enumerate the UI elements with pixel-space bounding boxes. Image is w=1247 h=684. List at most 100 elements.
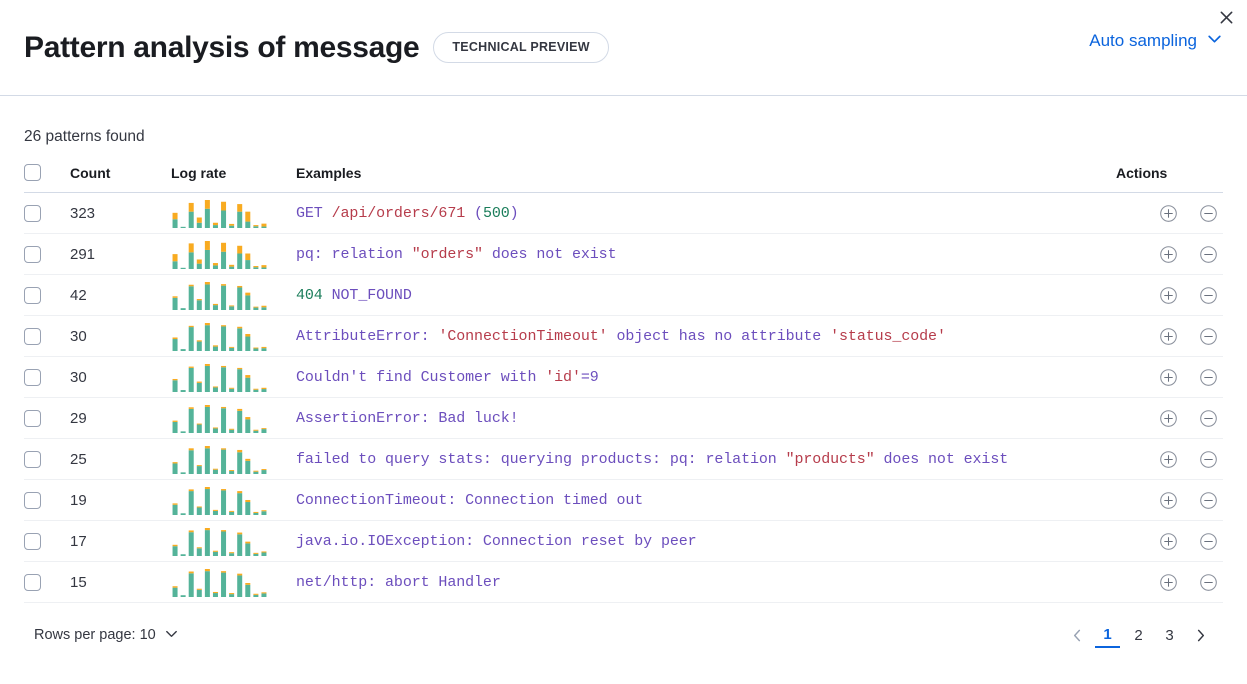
example-token: NOT_FOUND <box>322 286 412 304</box>
circle-plus-icon[interactable] <box>1153 239 1183 269</box>
row-log-rate-sparkline <box>171 193 296 234</box>
row-count: 30 <box>70 327 87 345</box>
example-token: 500 <box>482 204 510 222</box>
circle-minus-icon[interactable] <box>1193 198 1223 228</box>
row-example: GET /api/orders/671 (500) <box>296 193 1116 234</box>
row-checkbox[interactable] <box>24 368 41 386</box>
chevron-right-icon[interactable] <box>1187 622 1213 648</box>
table-row[interactable]: 17 java.io.IOException: Connection reset … <box>24 521 1223 562</box>
technical-preview-badge: TECHNICAL PREVIEW <box>433 32 609 63</box>
column-header-actions: Actions <box>1116 164 1223 193</box>
circle-minus-icon[interactable] <box>1193 444 1223 474</box>
example-token: AttributeError: <box>296 327 439 345</box>
row-select-cell <box>24 480 70 521</box>
row-checkbox[interactable] <box>24 573 41 591</box>
row-checkbox[interactable] <box>24 327 41 345</box>
table-head: Count Log rate Examples Actions <box>24 164 1223 193</box>
row-checkbox[interactable] <box>24 409 41 427</box>
example-token: Couldn't find Customer with <box>296 368 546 386</box>
circle-plus-icon[interactable] <box>1153 485 1183 515</box>
circle-plus-icon[interactable] <box>1153 403 1183 433</box>
circle-minus-icon[interactable] <box>1193 485 1223 515</box>
circle-minus-icon[interactable] <box>1193 362 1223 392</box>
row-actions <box>1116 234 1223 275</box>
row-checkbox[interactable] <box>24 491 41 509</box>
row-log-rate-sparkline <box>171 439 296 480</box>
page-number-3[interactable]: 3 <box>1165 626 1174 644</box>
circle-minus-icon[interactable] <box>1193 321 1223 351</box>
row-checkbox[interactable] <box>24 532 41 550</box>
row-checkbox[interactable] <box>24 286 41 304</box>
row-example: AssertionError: Bad luck! <box>296 398 1116 439</box>
circle-plus-icon[interactable] <box>1153 321 1183 351</box>
table-row[interactable]: 25 failed to query stats: querying produc… <box>24 439 1223 480</box>
row-log-rate-sparkline <box>171 562 296 603</box>
row-example: ConnectionTimeout: Connection timed out <box>296 480 1116 521</box>
rows-per-page-selector[interactable]: Rows per page: 10 <box>34 626 179 645</box>
circle-plus-icon[interactable] <box>1153 526 1183 556</box>
title-group: Pattern analysis of message TECHNICAL PR… <box>24 31 609 65</box>
chevron-left-icon[interactable] <box>1064 622 1090 648</box>
row-count: 323 <box>70 204 96 222</box>
row-log-rate-sparkline <box>171 275 296 316</box>
column-header-examples[interactable]: Examples <box>296 164 1116 193</box>
circle-minus-icon[interactable] <box>1193 280 1223 310</box>
row-example: 404 NOT_FOUND <box>296 275 1116 316</box>
example-token: 404 <box>296 286 323 304</box>
row-count: 17 <box>70 532 87 550</box>
example-token: ( <box>465 204 483 222</box>
row-count: 291 <box>70 245 96 263</box>
example-token: ConnectionTimeout: Connection timed out <box>296 491 644 509</box>
table-row[interactable]: 291 pq: relation "orders" does not exist <box>24 234 1223 275</box>
circle-plus-icon[interactable] <box>1153 198 1183 228</box>
row-actions <box>1116 480 1223 521</box>
table-row[interactable]: 29 AssertionError: Bad luck! <box>24 398 1223 439</box>
circle-plus-icon[interactable] <box>1153 362 1183 392</box>
row-example: pq: relation "orders" does not exist <box>296 234 1116 275</box>
example-token: ) <box>509 204 519 222</box>
row-checkbox[interactable] <box>24 245 41 263</box>
example-token: failed to query stats: querying products… <box>296 450 786 468</box>
page-number-1[interactable]: 1 <box>1095 622 1120 648</box>
panel-body: 26 patterns found Count Log rate Example… <box>0 96 1247 648</box>
chevron-down-icon <box>1206 30 1223 52</box>
circle-plus-icon[interactable] <box>1153 280 1183 310</box>
circle-minus-icon[interactable] <box>1193 567 1223 597</box>
row-checkbox[interactable] <box>24 204 41 222</box>
table-body: 323 GET /api/orders/671 (500) 291 pq: relat… <box>24 193 1223 603</box>
patterns-found-count: 26 patterns found <box>24 128 145 145</box>
circle-minus-icon[interactable] <box>1193 526 1223 556</box>
select-all-checkbox[interactable] <box>24 164 41 181</box>
row-select-cell <box>24 234 70 275</box>
circle-minus-icon[interactable] <box>1193 403 1223 433</box>
row-example: java.io.IOException: Connection reset by… <box>296 521 1116 562</box>
example-token: GET <box>296 204 332 222</box>
row-count: 29 <box>70 409 87 427</box>
example-token: does not exist <box>482 245 617 263</box>
row-checkbox[interactable] <box>24 450 41 468</box>
page-number-2[interactable]: 2 <box>1134 626 1143 644</box>
flyout-header: Pattern analysis of message TECHNICAL PR… <box>0 0 1247 96</box>
example-token: =9 <box>580 368 599 386</box>
column-header-log-rate[interactable]: Log rate <box>171 164 296 193</box>
table-row[interactable]: 323 GET /api/orders/671 (500) <box>24 193 1223 234</box>
auto-sampling-dropdown[interactable]: Auto sampling <box>1089 30 1223 52</box>
row-example: net/http: abort Handler <box>296 562 1116 603</box>
select-all-header <box>24 164 70 193</box>
column-header-count[interactable]: Count <box>70 164 171 193</box>
circle-minus-icon[interactable] <box>1193 239 1223 269</box>
row-log-rate-sparkline <box>171 398 296 439</box>
row-count: 25 <box>70 450 87 468</box>
example-token: 'ConnectionTimeout' <box>438 327 608 345</box>
row-actions <box>1116 398 1223 439</box>
example-token: AssertionError: Bad luck! <box>296 409 519 427</box>
circle-plus-icon[interactable] <box>1153 444 1183 474</box>
close-icon[interactable] <box>1211 2 1241 32</box>
circle-plus-icon[interactable] <box>1153 567 1183 597</box>
